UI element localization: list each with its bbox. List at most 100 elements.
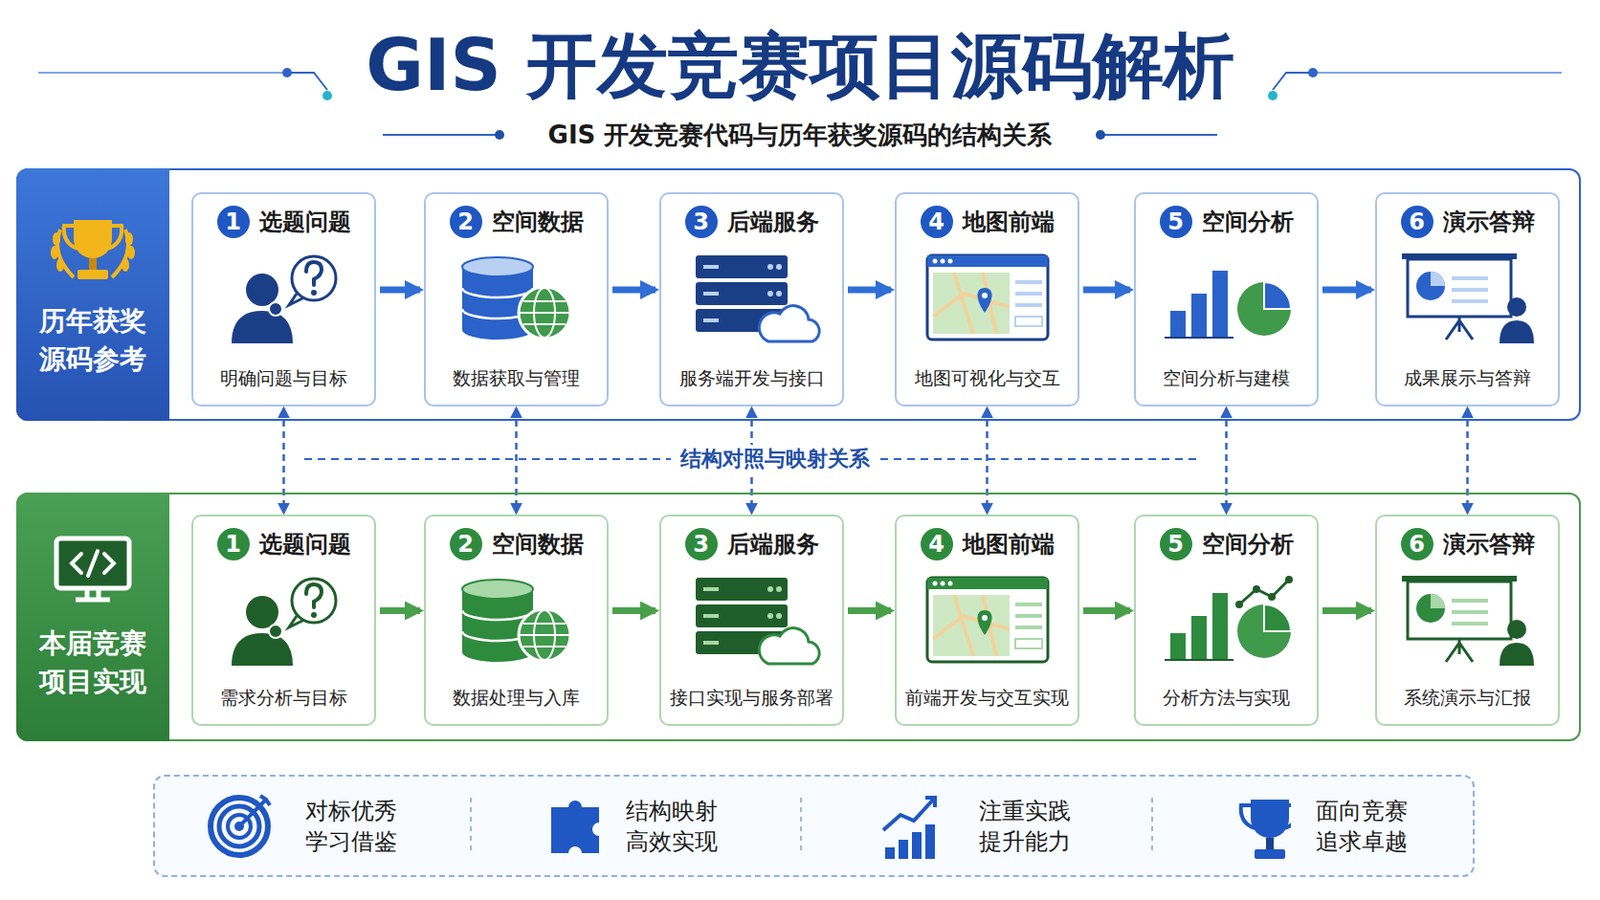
flow-arrow xyxy=(379,607,421,615)
step-illustration xyxy=(680,249,824,346)
step-title: 演示答辩 xyxy=(1443,529,1535,560)
step-number: 3 xyxy=(685,528,718,561)
step-card: 6 演示答辩系统演示与汇报 xyxy=(1375,514,1560,727)
step-title: 空间数据 xyxy=(491,529,584,560)
step-card: 3 后端服务接口实现与服务部署 xyxy=(659,514,845,727)
target-icon xyxy=(206,790,276,864)
flow-arrow xyxy=(847,607,891,615)
step-header: 5 空间分析 xyxy=(1139,528,1313,561)
trophy-icon xyxy=(44,210,141,289)
flow-arrow xyxy=(1083,607,1131,615)
flow-arrow xyxy=(1322,287,1372,294)
step-number: 3 xyxy=(685,205,718,239)
step-caption: 数据处理与入库 xyxy=(429,686,603,712)
step-title: 后端服务 xyxy=(727,529,820,560)
step-illustration xyxy=(444,249,589,346)
flow-arrow xyxy=(1322,607,1372,615)
flow-band: 历年获奖源码参考 1 选题问题明确问题与目标 2空间数据数据获取与管理 3 后端服务服务端… xyxy=(16,168,1581,422)
summary-item: 面向竞赛 追求卓越 xyxy=(1315,796,1415,858)
step-number: 4 xyxy=(920,528,954,561)
step-number: 5 xyxy=(1159,205,1193,239)
step-number: 4 xyxy=(920,205,954,239)
mapping-arrow xyxy=(985,408,989,513)
step-number: 1 xyxy=(217,528,250,561)
step-title: 选题问题 xyxy=(259,529,352,560)
step-illustration xyxy=(915,249,1060,346)
step-illustration xyxy=(212,572,356,668)
step-card: 4地图前端地图可视化与交互 xyxy=(894,192,1080,407)
step-header: 4 地图前端 xyxy=(900,528,1074,561)
flow-arrow xyxy=(612,287,656,294)
step-caption: 服务端开发与接口 xyxy=(665,366,839,392)
step-illustration xyxy=(680,572,824,668)
step-card: 2 空间数据数据处理与入库 xyxy=(423,514,609,727)
step-illustration xyxy=(1155,249,1299,346)
step-illustration xyxy=(1155,572,1299,668)
step-header: 3 后端服务 xyxy=(665,205,839,239)
summary-item: 注重实践 提升能力 xyxy=(978,796,1078,858)
mapping-arrow xyxy=(1224,408,1228,513)
mapping-arrow xyxy=(282,408,286,513)
step-caption: 系统演示与汇报 xyxy=(1380,686,1555,712)
step-card: 4 地图前端前端开发与交互实现 xyxy=(894,514,1080,727)
flow-band: 本届竞赛项目实现 1 选题问题需求分析与目标 2 空间数据数据处理与入库 3 后端服务接口实… xyxy=(16,492,1581,742)
step-title: 空间分析 xyxy=(1201,206,1294,238)
step-caption: 需求分析与目标 xyxy=(197,686,371,712)
step-caption: 数据获取与管理 xyxy=(429,366,603,392)
summary-item: 结构映射 高效实现 xyxy=(625,796,725,858)
step-title: 后端服务 xyxy=(727,206,820,238)
step-illustration xyxy=(444,572,589,668)
step-title: 地图前端 xyxy=(962,529,1055,560)
band-label: 历年获奖源码参考 xyxy=(35,302,151,379)
growth-icon xyxy=(875,790,945,864)
step-header: 3 后端服务 xyxy=(665,528,839,561)
step-title: 地图前端 xyxy=(962,206,1055,238)
flow-arrow xyxy=(1083,287,1131,294)
step-caption: 接口实现与服务部署 xyxy=(665,686,839,712)
step-title: 空间分析 xyxy=(1201,529,1294,560)
mapping-arrow xyxy=(1466,408,1469,513)
step-number: 2 xyxy=(449,528,483,561)
step-title: 空间数据 xyxy=(491,206,584,238)
band-panel: 本届竞赛项目实现 xyxy=(16,492,170,742)
step-caption: 成果展示与答辩 xyxy=(1380,366,1555,392)
flow-arrow xyxy=(379,287,421,294)
step-caption: 分析方法与实现 xyxy=(1139,686,1313,712)
step-number: 6 xyxy=(1400,205,1434,239)
step-card: 2空间数据数据获取与管理 xyxy=(423,192,609,407)
puzzle-icon xyxy=(543,790,613,864)
step-illustration xyxy=(1396,572,1540,668)
step-caption: 前端开发与交互实现 xyxy=(900,686,1074,712)
step-card: 5空间分析空间分析与建模 xyxy=(1133,192,1319,407)
step-header: 1 选题问题 xyxy=(197,528,371,561)
step-card: 1 选题问题明确问题与目标 xyxy=(191,192,377,407)
mapping-arrow xyxy=(514,408,518,513)
step-caption: 明确问题与目标 xyxy=(197,366,371,392)
step-number: 6 xyxy=(1400,528,1434,561)
flow-arrow xyxy=(847,287,891,294)
step-illustration xyxy=(1396,249,1540,346)
step-card: 5 空间分析分析方法与实现 xyxy=(1133,514,1319,727)
code-monitor-icon xyxy=(44,533,141,612)
step-number: 1 xyxy=(217,205,250,239)
step-header: 6 演示答辩 xyxy=(1380,205,1555,239)
step-number: 2 xyxy=(449,205,483,239)
mapping-label: 结构对照与映射关系 xyxy=(670,444,880,474)
step-illustration xyxy=(212,249,356,346)
step-illustration xyxy=(915,572,1060,668)
step-title: 选题问题 xyxy=(259,206,352,238)
step-card: 1 选题问题需求分析与目标 xyxy=(191,514,377,727)
step-header: 2空间数据 xyxy=(429,205,603,239)
step-number: 5 xyxy=(1159,528,1193,561)
step-card: 6 演示答辩成果展示与答辩 xyxy=(1375,192,1560,407)
step-header: 2 空间数据 xyxy=(429,528,603,561)
subtitle: GIS 开发竞赛代码与历年获奖源码的结构关系 xyxy=(0,118,1600,152)
band-label: 本届竞赛项目实现 xyxy=(35,624,151,702)
trophy-icon xyxy=(1222,790,1291,864)
step-title: 演示答辩 xyxy=(1443,206,1535,238)
step-caption: 空间分析与建模 xyxy=(1139,366,1313,392)
band-panel: 历年获奖源码参考 xyxy=(16,168,170,422)
flow-arrow xyxy=(612,607,656,615)
summary-item: 对标优秀 学习借鉴 xyxy=(305,796,404,858)
